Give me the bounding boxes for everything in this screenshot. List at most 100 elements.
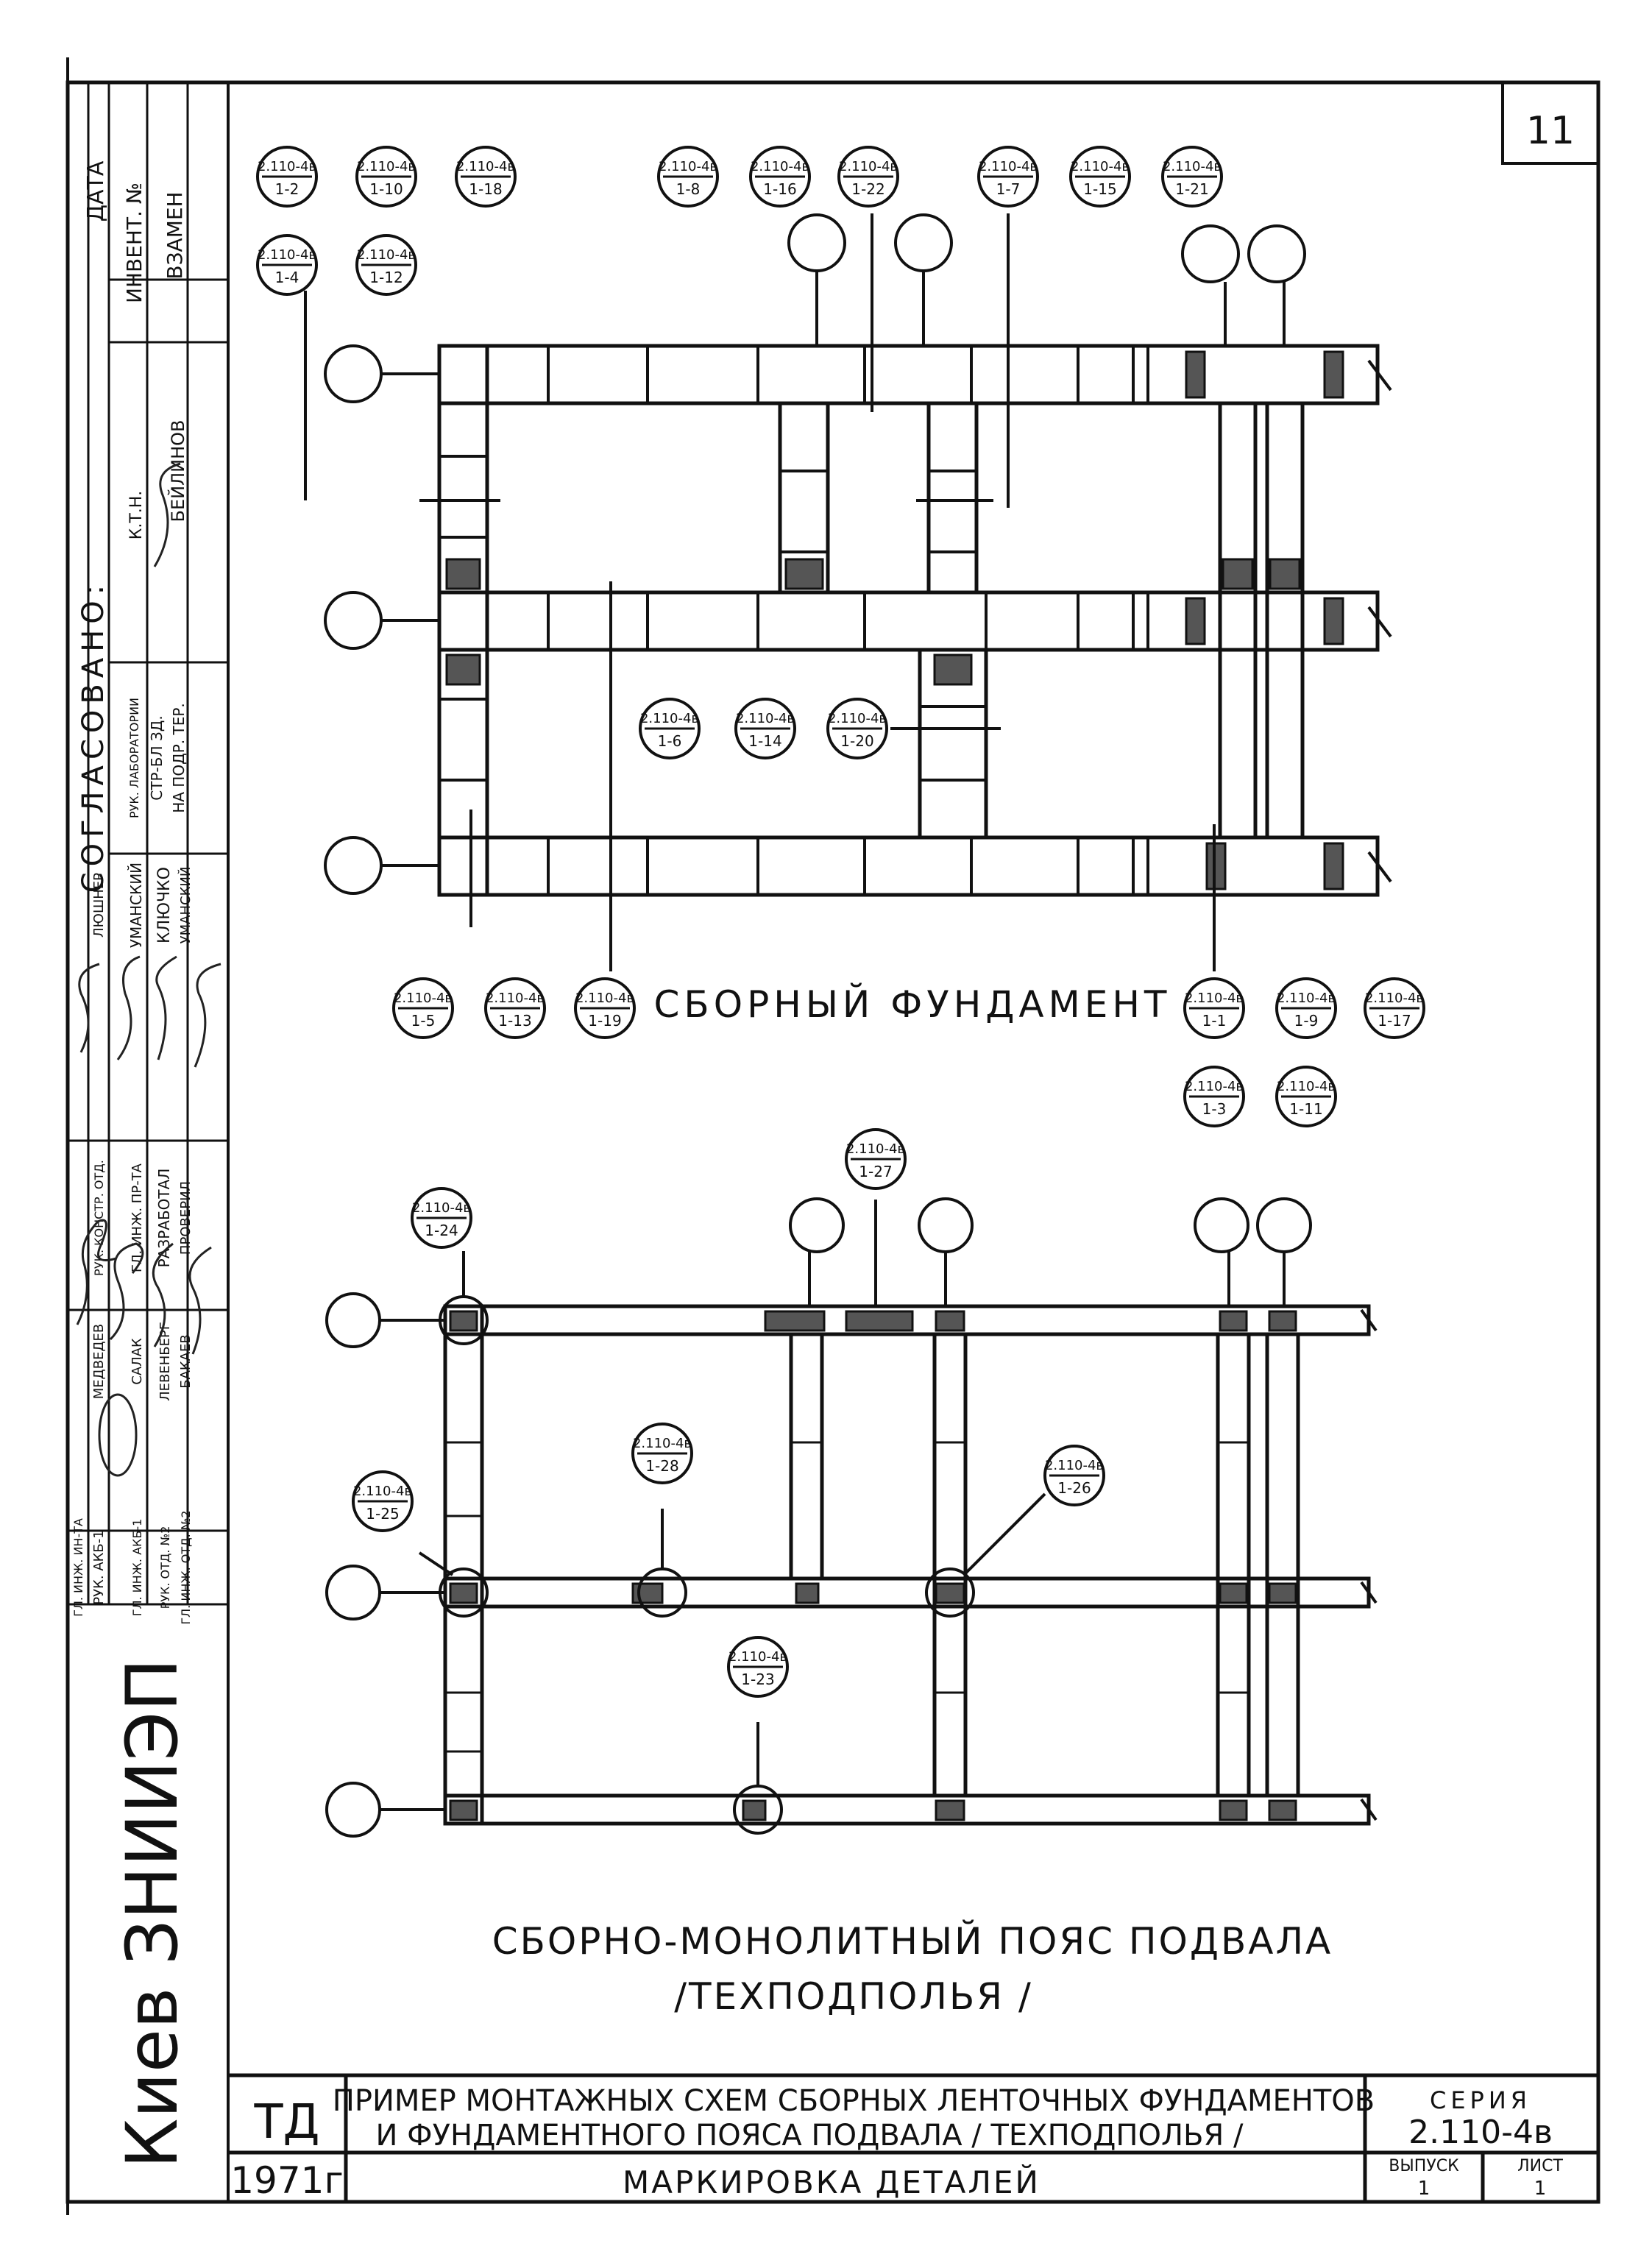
title-block-frame xyxy=(228,2073,1598,2202)
detail-mark-number: 1-28 xyxy=(645,1457,678,1475)
sig-role-1: ГЛ. ИНЖ. ИН-ТА xyxy=(71,1518,85,1617)
sheet-frame xyxy=(65,57,1600,2215)
detail-mark-circle: 2.110-4в1-7 xyxy=(977,146,1039,208)
detail-mark-series: 2.110-4в xyxy=(1071,159,1130,174)
strip-v2 xyxy=(778,401,830,595)
detail-mark-circle: 2.110-4в1-2 xyxy=(256,146,318,208)
detail-mark-series: 2.110-4в xyxy=(258,247,316,263)
sig-role2-1: РУК. КОНСТР. ОТД. xyxy=(92,1160,106,1276)
strip-v5 xyxy=(1218,401,1258,840)
detail-mark-circle: 2.110-4в 1-13 xyxy=(484,977,546,1039)
doc-year: 1971г xyxy=(230,2159,344,2202)
strip-v3 xyxy=(926,401,979,595)
strip-mid xyxy=(437,590,1380,652)
detail-mark-series: 2.110-4в xyxy=(258,159,316,174)
plan2-axis-bubbles xyxy=(325,1197,1378,1838)
series-value: 2.110-4в xyxy=(1408,2114,1553,2151)
detail-mark-series: 2.110-4в xyxy=(486,991,545,1006)
issue-value: 1 xyxy=(1418,2178,1431,2200)
strip-v6 xyxy=(1265,401,1305,840)
detail-mark-circle: 2.110-4в1-9 xyxy=(1275,977,1337,1039)
doc-code: ТД xyxy=(253,2095,319,2150)
detail-mark-circle: 2.110-4в1-6 xyxy=(639,698,701,759)
detail-mark-series: 2.110-4в xyxy=(357,247,416,263)
detail-mark-number: 1-19 xyxy=(588,1012,621,1030)
detail-mark-number: 1-16 xyxy=(763,180,796,198)
plan1-hatched-blocks xyxy=(445,350,1344,890)
detail-mark-circle: 2.110-4в1-17 xyxy=(1364,977,1425,1039)
detail-mark-number: 1-10 xyxy=(369,180,403,198)
detail-mark-circle: 2.110-4в 1-21 xyxy=(1161,146,1223,208)
detail-mark-circle: 2.110-4в 1-19 xyxy=(574,977,636,1039)
series-label: СЕРИЯ xyxy=(1430,2086,1531,2114)
plan1-title: СБОРНЫЙ ФУНДАМЕНТ xyxy=(654,982,1171,1026)
strip-v1 xyxy=(437,344,489,897)
detail-mark-number: 1-7 xyxy=(996,180,1021,198)
replace-label: ВЗАМЕН xyxy=(163,191,187,279)
detail-mark-series: 2.110-4в xyxy=(1045,1458,1104,1473)
detail-mark-number: 1-17 xyxy=(1378,1012,1411,1030)
approval-header: СОГЛАСОВАНО: xyxy=(77,579,110,893)
detail-mark-circle: 2.110-4в1-22 xyxy=(837,146,899,208)
issue-label: ВЫПУСК xyxy=(1389,2157,1459,2175)
sig-role-2: РУК. АКБ-1 xyxy=(91,1530,107,1604)
detail-mark-circle: 2.110-4в1-18 xyxy=(455,146,517,208)
plan-monolithic-belt xyxy=(443,1304,1371,1826)
plan2-joints xyxy=(445,1441,1249,1753)
detail-mark-circle: 2.110-4в1-12 xyxy=(355,234,417,296)
sig-role2-4: ПРОВЕРИЛ xyxy=(178,1181,194,1255)
detail-mark-series: 2.110-4в xyxy=(394,991,453,1006)
plan2-hatched-nodes xyxy=(449,1310,1297,1821)
detail-mark-series: 2.110-4в xyxy=(1277,1079,1336,1094)
detail-mark-series: 2.110-4в xyxy=(357,159,416,174)
detail-mark-series: 2.110-4в xyxy=(575,991,634,1006)
detail-mark-number: 1-14 xyxy=(748,732,781,750)
detail-mark-series: 2.110-4в xyxy=(1163,159,1222,174)
detail-mark-number: 1-23 xyxy=(741,1671,774,1688)
detail-mark-circle: 2.110-4в1-27 xyxy=(845,1128,907,1190)
date-label: ДАТА xyxy=(83,160,109,222)
plan1-detail-marks: 2.110-4в1-22.110-4в1-102.110-4в1-182.110… xyxy=(256,146,1425,1127)
sig-name2-4: УМАНСКИЙ xyxy=(177,867,194,944)
detail-mark-series: 2.110-4в xyxy=(412,1200,471,1216)
detail-mark-number: 1-25 xyxy=(366,1505,399,1523)
detail-mark-number: 1-24 xyxy=(425,1222,458,1239)
detail-mark-number: 1-4 xyxy=(275,269,299,286)
city-org: Киев ЗНИИЭП xyxy=(111,1658,194,2168)
detail-mark-circle: 2.110-4в 1-24 xyxy=(411,1187,472,1249)
sig-name-3: ЛЕВЕНБЕРГ xyxy=(157,1322,173,1401)
detail-mark-number: 1-15 xyxy=(1083,180,1116,198)
sig-name-4: БАКАЕВ xyxy=(178,1334,194,1388)
sig-name2-3: КЛЮЧКО xyxy=(155,867,174,943)
detail-mark-circle: 2.110-4в 1-8 xyxy=(657,146,719,208)
detail-mark-number: 1-8 xyxy=(676,180,701,198)
detail-mark-series: 2.110-4в xyxy=(1277,991,1336,1006)
detail-mark-circle: 2.110-4в 1-10 xyxy=(355,146,417,208)
sig-role-3: ГЛ. ИНЖ. АКБ-1 xyxy=(130,1519,144,1617)
plan1-block-joints xyxy=(439,346,1149,895)
detail-mark-series: 2.110-4в xyxy=(659,159,717,174)
sheet-name: МАРКИРОВКА ДЕТАЛЕЙ xyxy=(623,2164,1041,2200)
doc-title-line2: И ФУНДАМЕНТНОГО ПОЯСА ПОДВАЛА / ТЕХПОДПО… xyxy=(376,2119,1244,2153)
detail-mark-series: 2.110-4в xyxy=(839,159,898,174)
detail-mark-number: 1-13 xyxy=(498,1012,531,1030)
detail-mark-series: 2.110-4в xyxy=(1185,1079,1244,1094)
sig-role-5: ГЛ. ИНЖ. ОТД. №2 xyxy=(179,1510,193,1624)
invent-label: ИНВЕНТ. № xyxy=(122,183,146,303)
detail-mark-circle: 2.110-4в1-28 xyxy=(631,1423,693,1484)
detail-mark-number: 1-5 xyxy=(411,1012,436,1030)
sheet-label: ЛИСТ xyxy=(1517,2157,1563,2175)
detail-mark-circle: 2.110-4в1-3 xyxy=(1183,1066,1245,1127)
detail-mark-series: 2.110-4в xyxy=(846,1141,905,1157)
detail-mark-number: 1-6 xyxy=(658,732,682,750)
detail-mark-circle: 2.110-4в1-1 xyxy=(1183,977,1245,1039)
detail-mark-circle: 2.110-4в 1-14 xyxy=(734,698,796,759)
detail-mark-number: 1-1 xyxy=(1202,1012,1227,1030)
detail-mark-circle: 2.110-4в 1-5 xyxy=(392,977,454,1039)
detail-mark-number: 1-21 xyxy=(1175,180,1208,198)
detail-mark-series: 2.110-4в xyxy=(736,711,795,726)
sig-name2-2: УМАНСКИЙ xyxy=(127,862,145,948)
plan2-title-line2: /ТЕХПОДПОЛЬЯ / xyxy=(674,1975,1033,2018)
agreed-name-3: БЕЙЛИНОВ xyxy=(167,420,188,523)
